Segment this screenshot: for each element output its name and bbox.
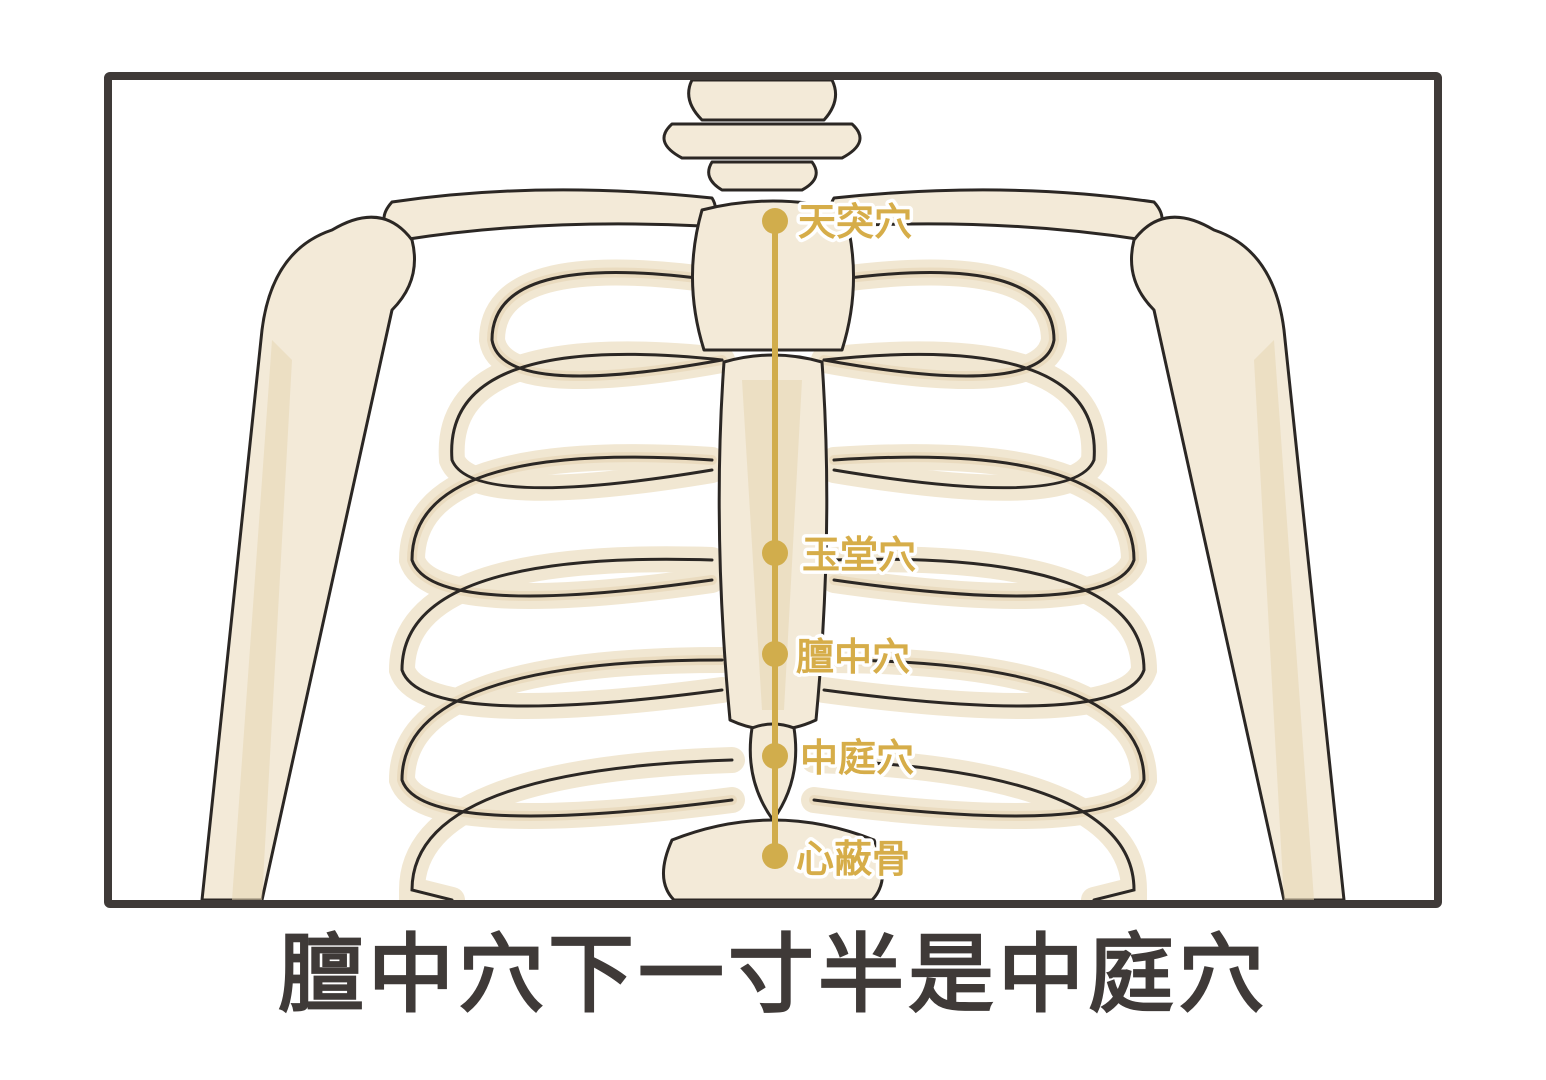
acupoint-label: 中庭穴 xyxy=(800,736,914,780)
acupoint-xinbigu: 心蔽骨 xyxy=(762,834,914,885)
acupoint-marker xyxy=(762,540,788,566)
acupoint-marker xyxy=(762,208,788,234)
left-arm xyxy=(200,215,416,900)
acupoint-label: 天突穴 xyxy=(798,200,912,244)
skeleton-chest-diagram: 天突穴 玉堂穴 膻中穴 中庭穴 心蔽骨 xyxy=(200,80,1346,900)
acupoint-tiantu: 天突穴 xyxy=(762,197,916,248)
acupoint-marker xyxy=(762,743,788,769)
rib-cage xyxy=(388,259,1158,900)
acupoint-label: 膻中穴 xyxy=(796,635,910,679)
acupoint-zhongting: 中庭穴 xyxy=(762,733,918,784)
cervical-vertebrae xyxy=(662,80,862,192)
acupoint-label: 玉堂穴 xyxy=(802,533,916,577)
illustration-frame: 天突穴 玉堂穴 膻中穴 中庭穴 心蔽骨 xyxy=(104,72,1442,908)
acupoint-danzhong: 膻中穴 xyxy=(762,632,914,683)
acupoint-marker xyxy=(762,641,788,667)
acupoint-yutang: 玉堂穴 xyxy=(762,530,920,581)
acupoint-label: 心蔽骨 xyxy=(796,837,910,881)
caption: 膻中穴下一寸半是中庭穴 xyxy=(278,925,1268,1025)
acupoint-marker xyxy=(762,843,788,869)
right-arm xyxy=(1130,215,1346,900)
